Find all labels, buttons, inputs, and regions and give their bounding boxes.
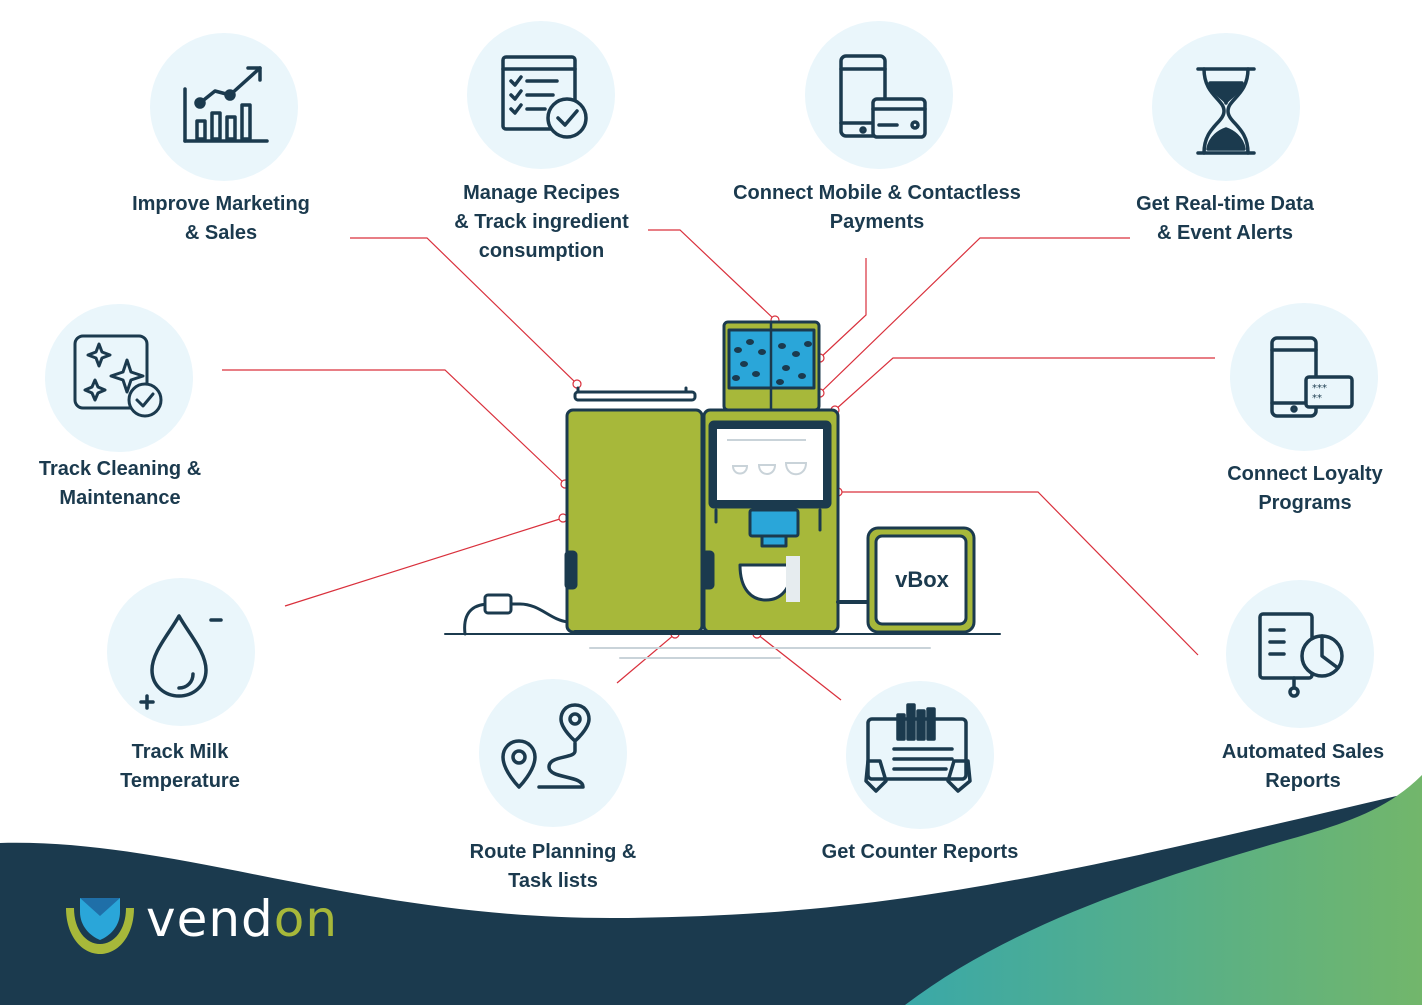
drop-icon	[107, 578, 255, 726]
connector-cleaning	[222, 369, 566, 485]
label-cleaning: Track Cleaning &Maintenance	[38, 458, 202, 509]
connector-recipes	[648, 229, 776, 321]
checklist-icon	[467, 21, 615, 169]
phone-card-icon: *** **	[1230, 303, 1378, 451]
label-route: Route Planning &Task lists	[469, 841, 637, 892]
label-marketing: Improve Marketing& Sales	[132, 193, 310, 244]
chart-growth-icon	[150, 33, 298, 181]
footer-gradient-wave	[905, 775, 1422, 1005]
connector-counter	[756, 633, 842, 701]
vendon-logo-icon	[66, 898, 134, 954]
vendon-logo-text: vendon	[146, 890, 339, 948]
label-realtime: Get Real-time Data& Event Alerts	[1136, 193, 1314, 244]
route-pin-icon	[479, 679, 627, 827]
connector-loyalty	[834, 357, 1215, 411]
counter-report-icon	[846, 681, 994, 829]
label-counter: Get Counter Reports	[821, 841, 1019, 863]
svg-text:***: ***	[1312, 383, 1327, 394]
connector-milk	[284, 517, 564, 607]
connector-sales	[838, 491, 1199, 656]
connector-mobile	[819, 258, 867, 359]
connector-realtime	[819, 237, 1130, 394]
hourglass-icon	[1152, 33, 1300, 181]
sparkle-check-icon	[45, 304, 193, 452]
mobile-payment-icon	[805, 21, 953, 169]
report-pie-icon	[1226, 580, 1374, 728]
vbox-label: vBox	[895, 567, 949, 592]
svg-text:**: **	[1312, 393, 1322, 404]
connector-marketing	[350, 237, 578, 385]
